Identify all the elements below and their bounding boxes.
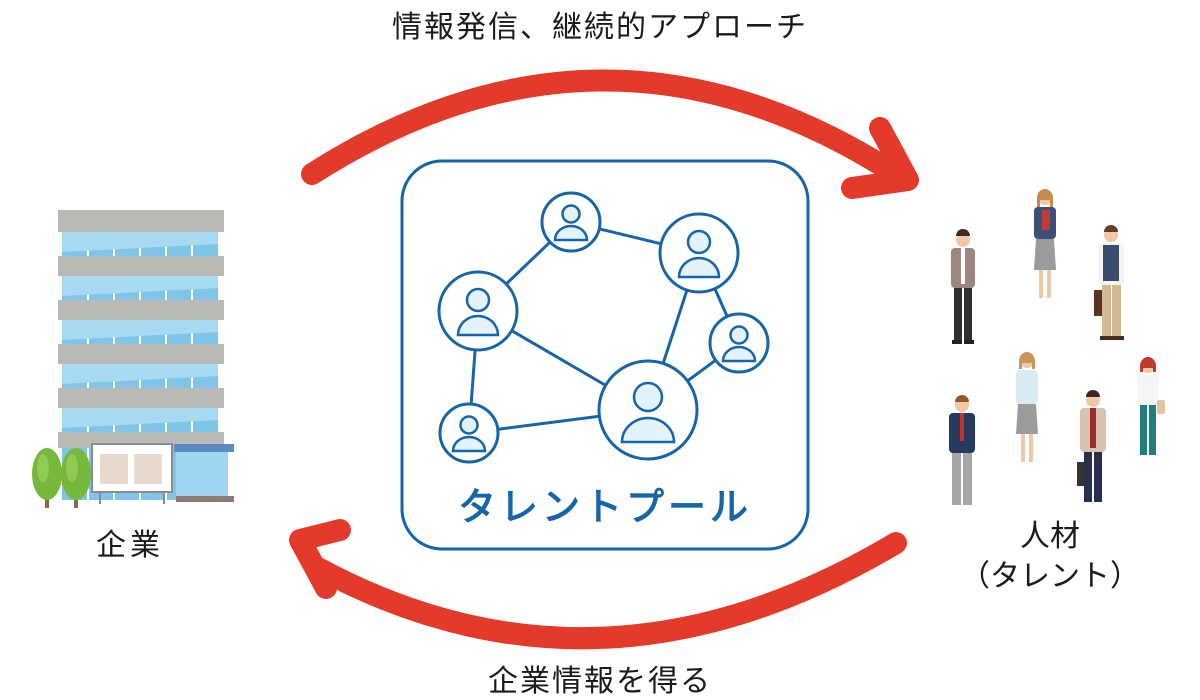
tree-icon bbox=[32, 448, 62, 508]
person-figure bbox=[1137, 357, 1165, 455]
office-building-icon bbox=[32, 210, 234, 508]
person-figure bbox=[949, 395, 975, 505]
person-node-icon bbox=[540, 191, 602, 253]
talent-pool-box: タレントプール bbox=[400, 159, 810, 551]
person-node-icon bbox=[597, 359, 699, 461]
person-node-icon bbox=[658, 212, 740, 294]
network-of-people-icon bbox=[437, 191, 770, 464]
person-figure bbox=[951, 229, 975, 344]
talent-pool-title: タレントプール bbox=[458, 485, 752, 529]
person-figure bbox=[1094, 225, 1124, 340]
person-node-icon bbox=[438, 402, 500, 464]
person-node-icon bbox=[708, 312, 770, 374]
group-of-people-icon bbox=[949, 189, 1165, 505]
person-node-icon bbox=[437, 270, 519, 352]
company-label: 企業 bbox=[96, 528, 164, 563]
person-figure bbox=[1016, 352, 1038, 462]
top-arrow-label: 情報発信、継続的アプローチ bbox=[392, 10, 808, 45]
talent-label-line1: 人材 bbox=[1020, 519, 1080, 554]
bottom-arrow bbox=[289, 519, 907, 650]
top-arrow bbox=[301, 69, 919, 199]
bottom-arrow-label: 企業情報を得る bbox=[488, 664, 712, 699]
person-figure bbox=[1077, 390, 1106, 502]
talent-label: 人材 （タレント） bbox=[940, 517, 1160, 597]
talent-label-line2: （タレント） bbox=[960, 559, 1140, 594]
tree-icon bbox=[61, 448, 91, 508]
person-figure bbox=[1034, 189, 1056, 298]
